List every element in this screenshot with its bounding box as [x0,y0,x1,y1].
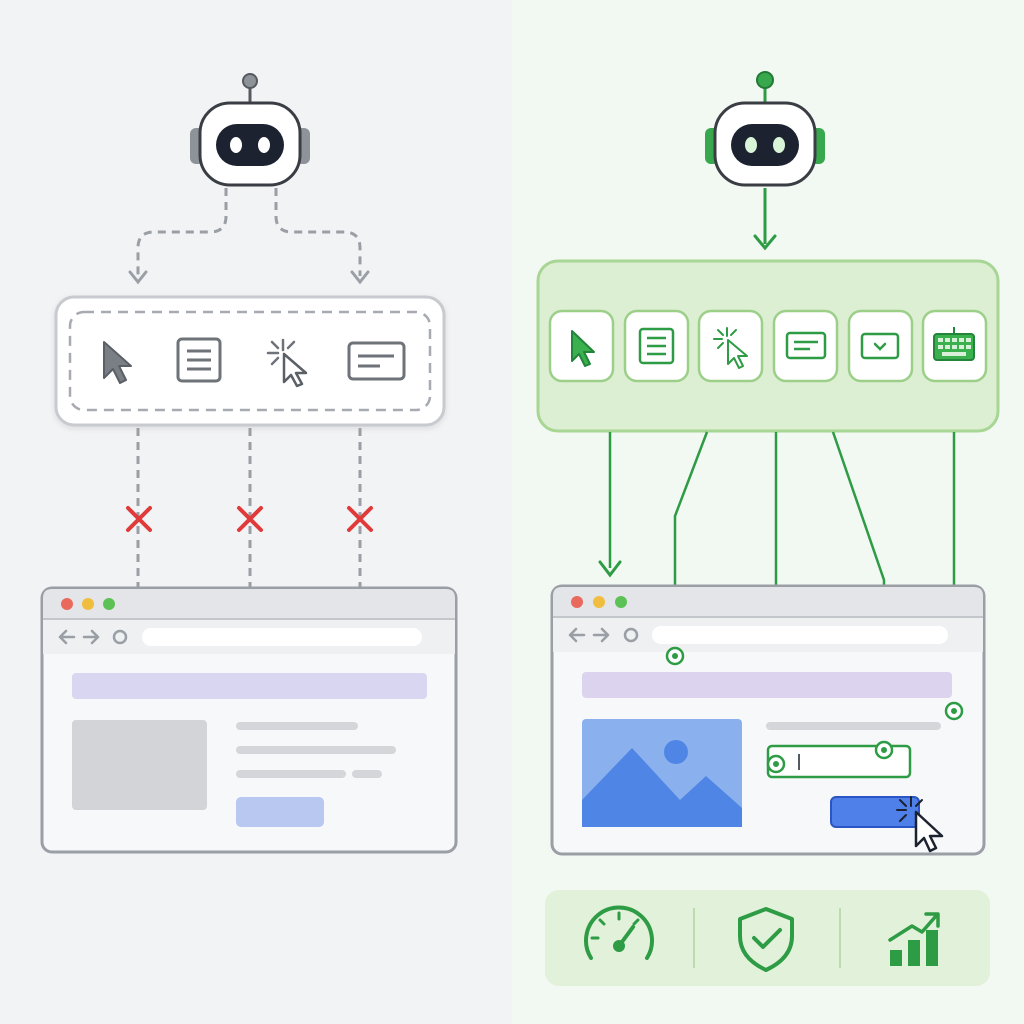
fail-x-icon [347,506,373,532]
tool-keyboard-icon [933,327,975,361]
address-bar [142,628,422,646]
tool-click-sparkle-cursor-icon [266,338,308,388]
text-line-placeholder [236,722,358,730]
text-line-placeholder [236,746,396,754]
tool-tile [847,309,914,383]
growth-chart-icon [888,912,940,966]
speedometer-icon [584,905,654,960]
arrow-head-icon [350,270,370,285]
left-failed-connectors [136,428,362,602]
fail-x-icon [126,506,152,532]
tool-click-sparkle-cursor-icon [713,327,748,369]
window-maximize-dot [103,598,115,610]
right-panel [536,71,1000,986]
right-robot-icon [705,71,825,187]
target-dot [874,740,894,760]
tool-document-lines-icon [176,337,222,383]
forward-arrow-icon [82,629,100,645]
tool-cursor-pointer-icon [103,341,132,384]
left-robot-connectors [136,188,362,276]
target-dot [766,754,786,774]
text-line-placeholder [352,770,382,778]
back-arrow-icon [568,627,586,643]
page-header-placeholder [582,672,952,698]
forward-arrow-icon [592,627,610,643]
right-toolbox [536,259,1000,433]
tool-cursor-pointer-icon [571,330,595,367]
submit-button[interactable] [830,796,920,828]
left-toolbox [54,295,446,427]
reload-icon [112,629,128,645]
image-placeholder-icon [582,719,742,827]
tool-text-field-icon [785,331,827,360]
back-arrow-icon [58,629,76,645]
tool-dropdown-select-icon [860,332,900,360]
button-placeholder [236,797,324,827]
tool-tile [772,309,839,383]
arrow-head-icon [128,270,148,285]
right-browser-window [550,584,986,856]
tool-document-lines-icon [638,327,675,365]
window-minimize-dot [593,596,605,608]
shield-check-icon [738,907,794,972]
left-browser-window [40,586,458,854]
left-robot-icon [190,73,310,187]
window-maximize-dot [615,596,627,608]
left-panel [40,73,458,854]
fail-x-icon [237,506,263,532]
window-close-dot [61,598,73,610]
window-minimize-dot [82,598,94,610]
reload-icon [623,627,639,643]
address-bar [652,626,948,644]
page-header-placeholder [72,673,427,699]
click-cursor-icon [896,796,944,853]
image-placeholder [72,720,207,810]
arrow-head-icon [753,234,777,251]
arrow-head-icon [598,560,622,578]
tool-text-field-icon [347,341,406,381]
window-close-dot [571,596,583,608]
text-line-placeholder [236,770,346,778]
target-dot [665,646,685,666]
target-dot [944,701,964,721]
outcomes-bar [545,890,990,986]
text-line-placeholder [766,722,941,730]
